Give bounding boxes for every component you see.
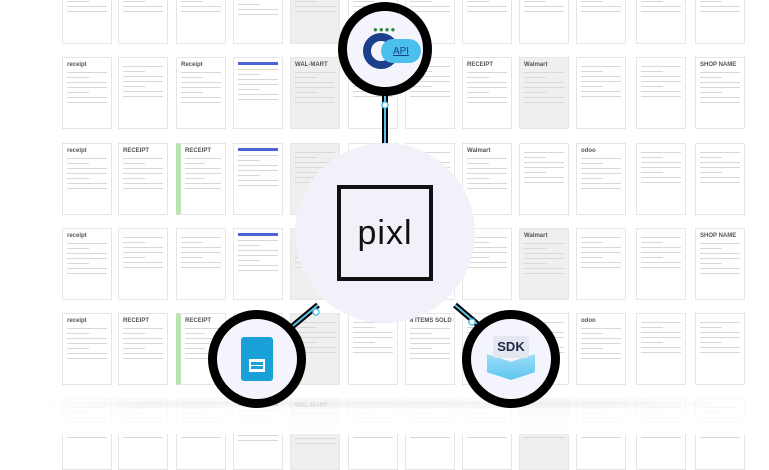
spreadsheet-node[interactable] (208, 310, 306, 408)
document-title: Walmart (467, 148, 491, 154)
document-thumbnail (519, 143, 569, 215)
document-thumbnail: odoo (576, 313, 626, 385)
logo-text: pixl (357, 213, 413, 252)
document-thumbnail: SHOP NAME (695, 228, 745, 300)
document-thumbnail (576, 57, 626, 129)
document-thumbnail (233, 228, 283, 300)
document-title: SHOP NAME (700, 233, 737, 239)
document-title: receipt (67, 318, 87, 324)
sdk-node[interactable]: SDK (462, 310, 560, 408)
document-thumbnail (576, 228, 626, 300)
document-title: RECEIPT (123, 318, 150, 324)
document-thumbnail: 8 ITEMS SOLD 1 (405, 313, 455, 385)
document-title: Walmart (524, 62, 548, 68)
document-thumbnail (118, 57, 168, 129)
document-title: 8 ITEMS SOLD 1 (410, 318, 455, 324)
document-title: receipt (67, 233, 87, 239)
document-thumbnail (176, 0, 226, 44)
document-title: RECEIPT (123, 148, 150, 154)
sdk-box-icon: SDK (487, 336, 535, 382)
document-thumbnail: receipt (62, 313, 112, 385)
document-thumbnail (118, 0, 168, 44)
document-thumbnail (636, 57, 686, 129)
document-title: receipt (67, 148, 87, 154)
document-thumbnail (519, 0, 569, 44)
sdk-label: SDK (493, 336, 529, 358)
document-title: RECEIPT (185, 318, 212, 324)
document-thumbnail (695, 313, 745, 385)
document-thumbnail: receipt (62, 143, 112, 215)
document-title: RECEIPT (185, 148, 212, 154)
document-thumbnail (636, 228, 686, 300)
document-thumbnail (233, 57, 283, 129)
document-thumbnail (695, 0, 745, 44)
document-title: WAL-MART (295, 62, 328, 68)
document-thumbnail (695, 143, 745, 215)
document-thumbnail: WAL-MART (290, 57, 340, 129)
document-thumbnail: RECEIPT (118, 143, 168, 215)
document-thumbnail (462, 0, 512, 44)
api-gear-cloud-icon: ●●●● API (347, 11, 423, 87)
document-title: Receipt (181, 62, 203, 68)
document-thumbnail (636, 0, 686, 44)
document-thumbnail (636, 313, 686, 385)
document-thumbnail: Receipt (176, 57, 226, 129)
document-thumbnail (576, 0, 626, 44)
document-thumbnail (176, 228, 226, 300)
document-title: odoo (581, 148, 596, 154)
document-thumbnail: RECEIPT (462, 57, 512, 129)
document-title: SHOP NAME (700, 62, 737, 68)
document-thumbnail (290, 0, 340, 44)
bottom-fade (0, 395, 769, 434)
document-title: Walmart (524, 233, 548, 239)
document-thumbnail: RECEIPT (118, 313, 168, 385)
document-thumbnail: SHOP NAME (695, 57, 745, 129)
api-node[interactable]: ●●●● API (338, 2, 432, 96)
document-thumbnail: Walmart (519, 228, 569, 300)
document-thumbnail (636, 143, 686, 215)
document-title: odoo (581, 318, 596, 324)
document-thumbnail: RECEIPT (176, 143, 226, 215)
document-thumbnail (233, 0, 283, 44)
document-thumbnail: receipt (62, 228, 112, 300)
document-thumbnail (233, 143, 283, 215)
spreadsheet-icon (241, 337, 273, 381)
document-thumbnail (62, 0, 112, 44)
document-thumbnail: Walmart (519, 57, 569, 129)
document-thumbnail: Walmart (462, 143, 512, 215)
document-thumbnail: receipt (62, 57, 112, 129)
api-label: API (392, 45, 410, 57)
document-title: receipt (67, 62, 87, 68)
document-title: RECEIPT (467, 62, 494, 68)
pixl-hub: pixl (295, 143, 475, 323)
document-thumbnail (118, 228, 168, 300)
pixl-logo: pixl (337, 185, 433, 281)
document-thumbnail: odoo (576, 143, 626, 215)
